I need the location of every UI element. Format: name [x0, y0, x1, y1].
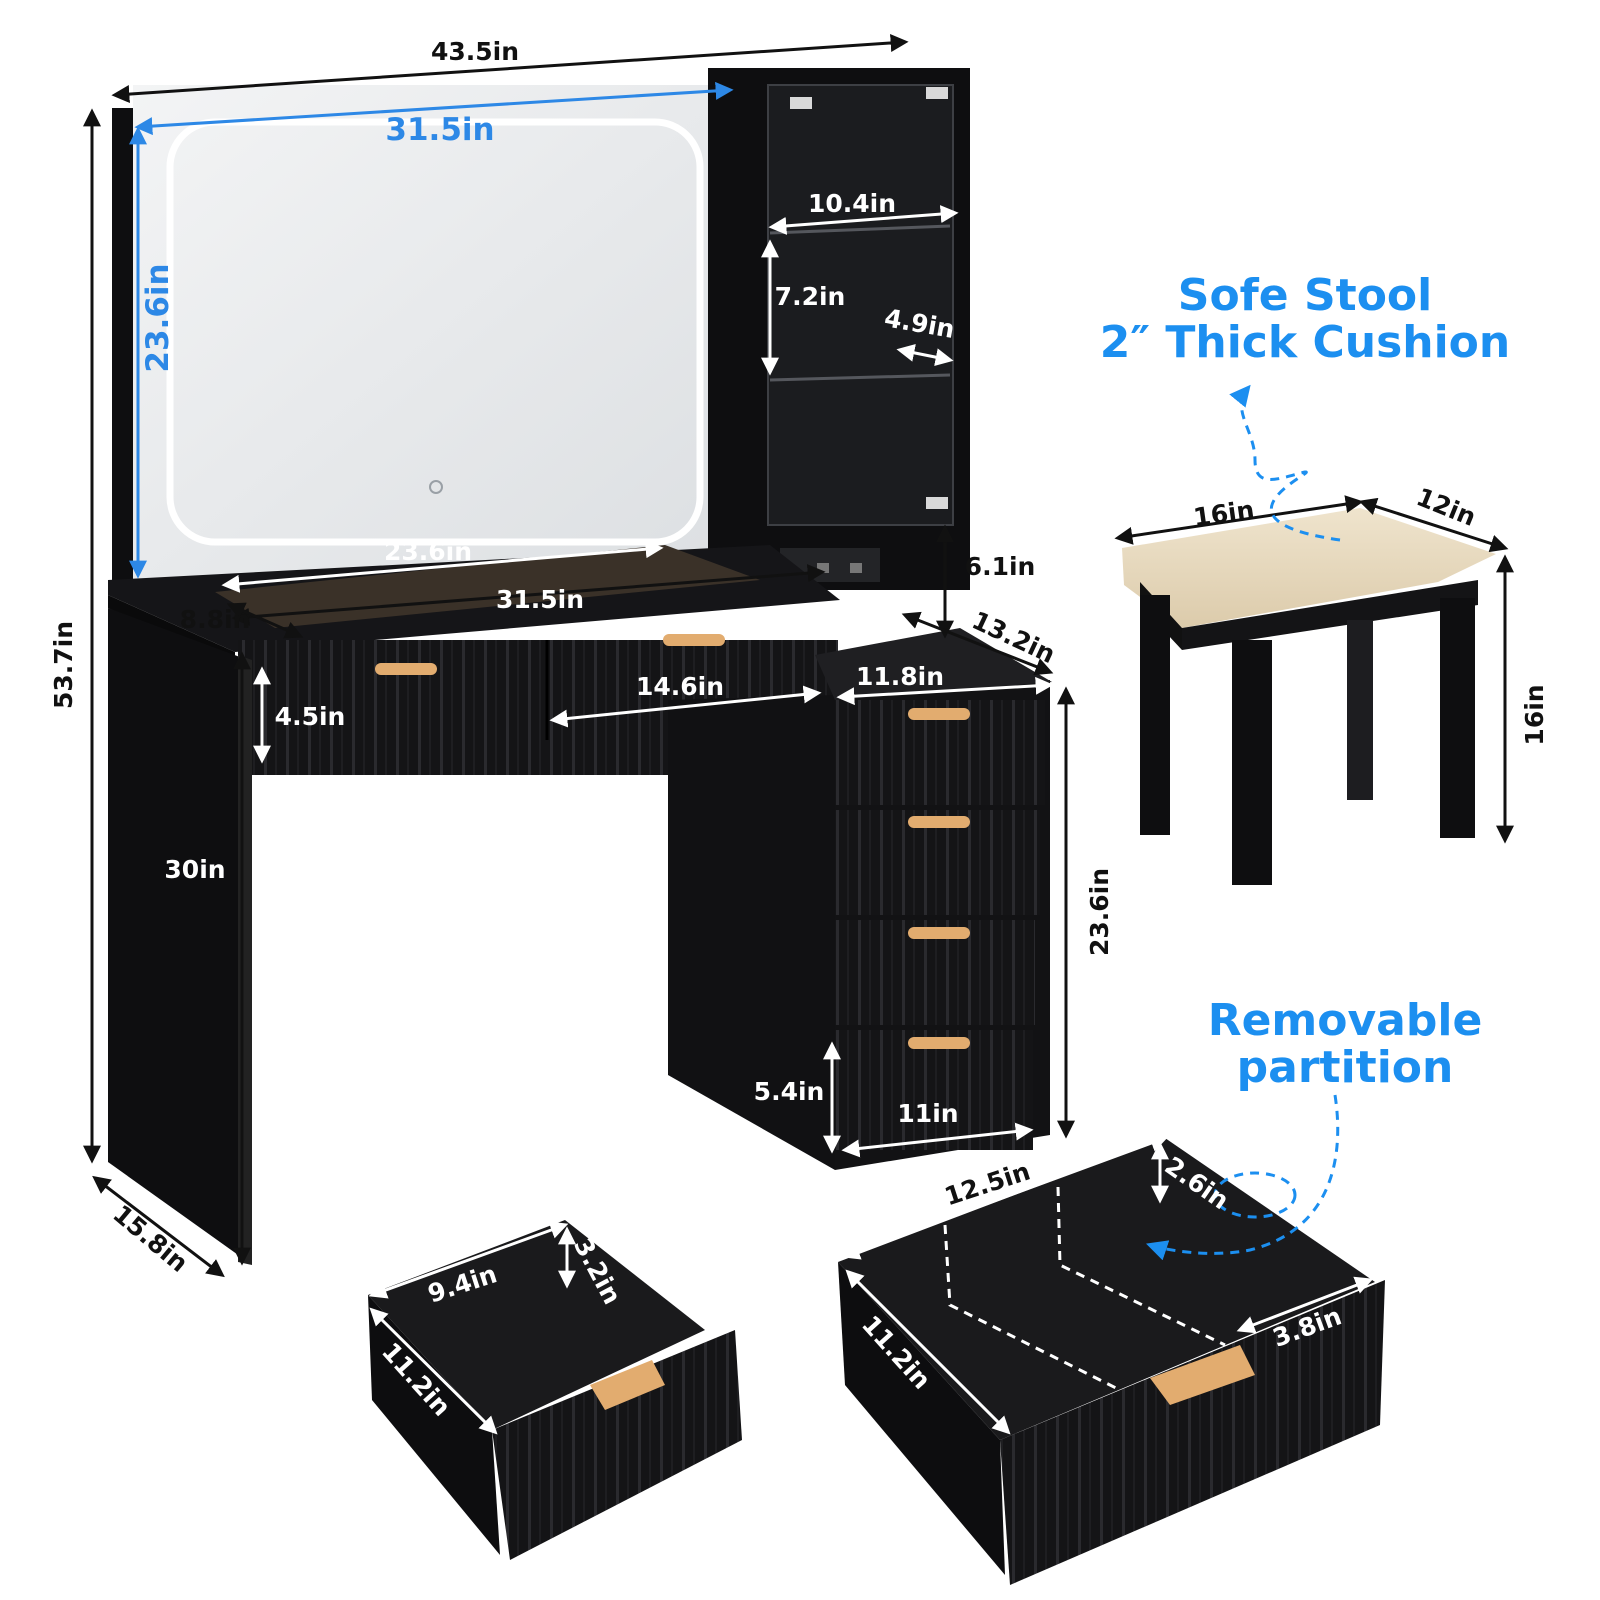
dim-top-drawer-width: 14.6in: [636, 672, 724, 701]
dim-desktop-depth: 8.8in: [180, 605, 251, 634]
stool-callout-title: Sofe Stool: [1178, 270, 1432, 321]
dim-stool-depth: 12in: [1412, 482, 1480, 532]
mirror-glass: [133, 85, 733, 580]
drawer-handle: [908, 1037, 970, 1049]
partition-callout-title: Removable: [1208, 995, 1483, 1046]
drawer-handle: [663, 634, 725, 646]
dim-stool-width: 16in: [1192, 495, 1257, 532]
dim-cabinet-width: 10.4in: [808, 189, 896, 218]
drawer-handle: [908, 708, 970, 720]
drawer-handle: [590, 1360, 665, 1410]
hinge-icon: [790, 97, 812, 109]
stool-callout-subtitle: 2″ Thick Cushion: [1100, 317, 1510, 368]
stool-leg: [1232, 640, 1272, 885]
small-drawer-front: [492, 1330, 742, 1560]
partition-outline: [1056, 1186, 1226, 1347]
drawer-handle: [375, 663, 437, 675]
dim-overall-height: 53.7in: [49, 621, 78, 709]
drawer-handle: [1150, 1345, 1255, 1405]
dim-mirror-width: 31.5in: [385, 112, 494, 148]
partition-callout-subtitle: partition: [1237, 1042, 1454, 1093]
drawer-handle: [908, 927, 970, 939]
dim-glass-top-width: 23.6in: [384, 537, 472, 566]
side-cabinet-body: [668, 695, 835, 1170]
dim-bottom-drawer-height: 5.4in: [754, 1077, 825, 1106]
dim-overall-width: 43.5in: [431, 37, 519, 66]
partition-callout-arrow: [1146, 1094, 1340, 1261]
dim-side-top-width: 11.8in: [856, 662, 944, 691]
dim-mirror-height: 23.6in: [140, 263, 176, 372]
dim-side-cabinet-height: 23.6in: [1085, 868, 1114, 956]
usb-port-icon: [850, 563, 862, 573]
stool-callout-arrow: [1229, 384, 1341, 542]
dim-top-drawer-height: 4.5in: [275, 702, 346, 731]
stool-leg: [1140, 595, 1170, 835]
left-leg-panel: [108, 608, 248, 1262]
stool-leg: [1347, 620, 1373, 800]
dim-stool-height: 16in: [1520, 684, 1549, 745]
dim-bottom-drawer-width: 11in: [897, 1099, 958, 1128]
hinge-icon: [926, 87, 948, 99]
hinge-icon: [926, 497, 948, 509]
large-drawer-front: [1000, 1280, 1385, 1585]
stool-leg: [1440, 598, 1475, 838]
drawer-handle: [908, 816, 970, 828]
touch-sensor-icon: [429, 480, 443, 494]
dim-desktop-width: 31.5in: [496, 585, 584, 614]
dim-leg-height: 30in: [164, 855, 225, 884]
dim-outlet-gap: 6.1in: [965, 552, 1036, 581]
dim-shelf-height: 7.2in: [775, 282, 846, 311]
